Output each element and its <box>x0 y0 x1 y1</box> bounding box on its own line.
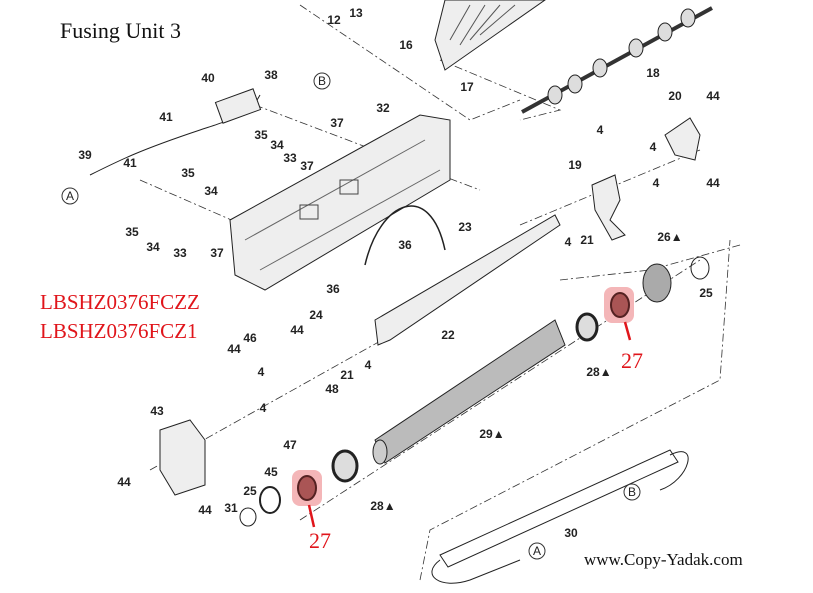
callout-38: 38 <box>264 68 278 82</box>
callout-30: 30 <box>564 526 578 540</box>
callout-40: 40 <box>201 71 215 85</box>
part-18-roller-shaft <box>521 6 713 114</box>
callout-19: 19 <box>568 158 582 172</box>
callout-4: 4 <box>565 235 572 249</box>
callout-13: 13 <box>349 6 363 20</box>
callout-41: 41 <box>159 110 173 124</box>
part-28-bearing <box>575 312 599 342</box>
part-20-bracket <box>664 117 701 161</box>
callout-22: 22 <box>441 328 455 342</box>
callout-34: 34 <box>146 240 160 254</box>
part-26-gear <box>642 263 672 303</box>
callout-12: 12 <box>327 13 341 27</box>
connector-a-left: A <box>61 187 79 205</box>
part-number-2: LBSHZ0376FCZ1 <box>40 319 198 343</box>
callout-36: 36 <box>398 238 412 252</box>
callout-43: 43 <box>150 404 164 418</box>
connector-a-bottom: A <box>528 542 546 560</box>
callout-44: 44 <box>198 503 212 517</box>
callout-34: 34 <box>204 184 218 198</box>
callout-4: 4 <box>650 140 657 154</box>
callout-4: 4 <box>597 123 604 137</box>
part-19-bracket <box>591 174 626 241</box>
part-29-heat-roller <box>372 319 566 465</box>
part-25-ring <box>690 256 710 280</box>
callout-37: 37 <box>330 116 344 130</box>
callout-48: 48 <box>325 382 339 396</box>
callout-36: 36 <box>326 282 340 296</box>
svg-text:27: 27 <box>621 348 643 373</box>
callout-44: 44 <box>706 89 720 103</box>
callout-18: 18 <box>646 66 660 80</box>
callout-25: 25 <box>699 286 713 300</box>
callout-4: 4 <box>260 401 267 415</box>
callout-44: 44 <box>290 323 304 337</box>
callout-26-triangle: 26▲ <box>657 230 682 244</box>
callout-44: 44 <box>706 176 720 190</box>
callout-44: 44 <box>117 475 131 489</box>
part-32-side-frame <box>229 114 451 291</box>
connector-b-top: B <box>313 72 331 90</box>
callout-17: 17 <box>460 80 474 94</box>
callout-41: 41 <box>123 156 137 170</box>
svg-text:B: B <box>628 485 636 499</box>
callout-45: 45 <box>264 465 278 479</box>
callout-44: 44 <box>227 342 241 356</box>
callout-33: 33 <box>283 151 297 165</box>
part-30-heater-lamp <box>431 449 689 584</box>
connector-b-bottom: B <box>623 483 641 501</box>
callout-35: 35 <box>181 166 195 180</box>
callout-35: 35 <box>125 225 139 239</box>
callout-31: 31 <box>224 501 238 515</box>
callout-34: 34 <box>270 138 284 152</box>
callout-24: 24 <box>309 308 323 322</box>
callout-37: 37 <box>210 246 224 260</box>
diagram-title: Fusing Unit 3 <box>60 18 182 43</box>
svg-text:A: A <box>66 189 74 203</box>
part-27-highlight-right: 27 <box>604 287 643 373</box>
callout-37: 37 <box>300 159 314 173</box>
callout-4: 4 <box>653 176 660 190</box>
callout-28-triangle: 28▲ <box>586 365 611 379</box>
callout-47: 47 <box>283 438 297 452</box>
callout-20: 20 <box>668 89 682 103</box>
part-43-cover <box>159 419 206 496</box>
callout-28-triangle: 28▲ <box>370 499 395 513</box>
callout-21: 21 <box>580 233 594 247</box>
callout-39: 39 <box>78 148 92 162</box>
part-45-ring <box>259 486 281 514</box>
callout-25: 25 <box>243 484 257 498</box>
callout-4: 4 <box>365 358 372 372</box>
svg-text:27: 27 <box>309 528 331 553</box>
part-38-thermostat <box>214 88 262 124</box>
part-27-highlight-left: 27 <box>292 470 331 553</box>
part-28-bearing <box>331 449 359 483</box>
callout-29-triangle: 29▲ <box>479 427 504 441</box>
part-25-ring <box>239 507 257 527</box>
svg-text:A: A <box>533 544 541 558</box>
part-number-1: LBSHZ0376FCZZ <box>40 290 200 314</box>
part-23-wire <box>364 205 446 266</box>
callout-4: 4 <box>258 365 265 379</box>
callout-23: 23 <box>458 220 472 234</box>
callout-32: 32 <box>376 101 390 115</box>
part-22-frame-rail <box>374 214 561 346</box>
callout-33: 33 <box>173 246 187 260</box>
part-16-guide <box>434 0 546 71</box>
callout-35: 35 <box>254 128 268 142</box>
svg-text:B: B <box>318 74 326 88</box>
callout-46: 46 <box>243 331 257 345</box>
watermark: www.Copy-Yadak.com <box>584 550 743 569</box>
callout-16: 16 <box>399 38 413 52</box>
callout-21: 21 <box>340 368 354 382</box>
